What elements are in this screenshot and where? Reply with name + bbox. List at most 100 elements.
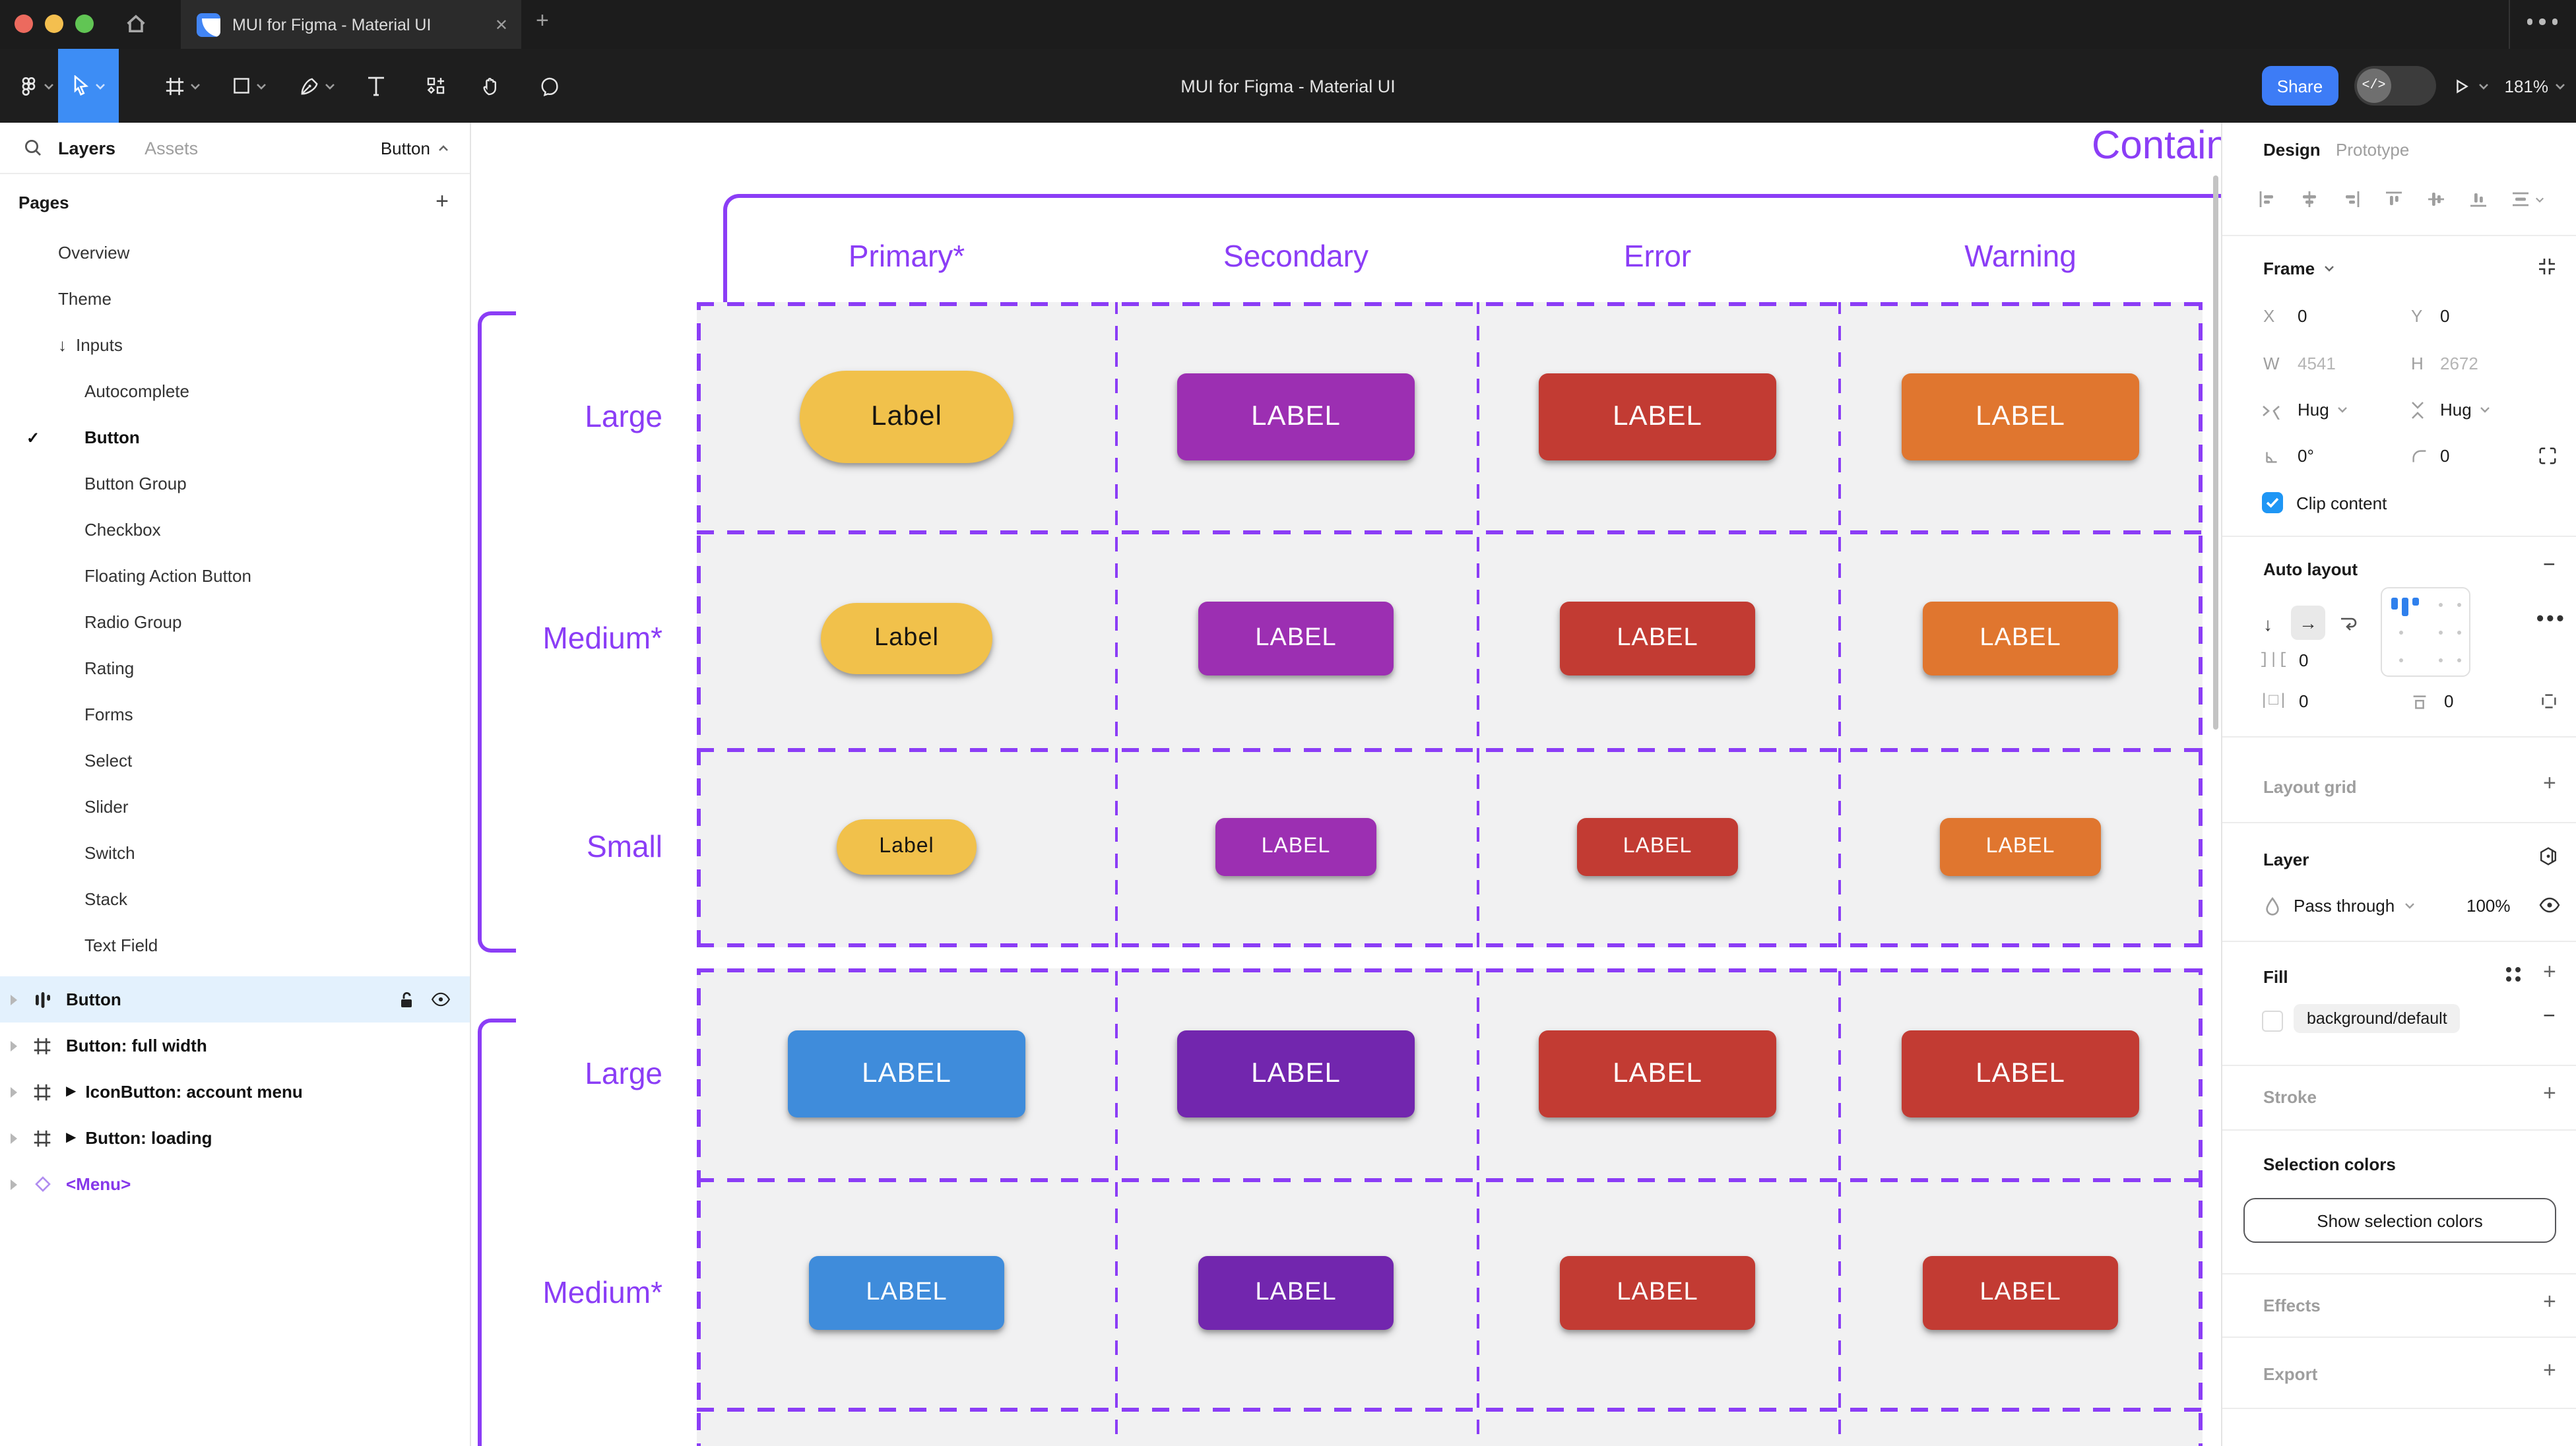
tab-design[interactable]: Design xyxy=(2263,140,2321,160)
sidebar-page-slider[interactable]: Slider xyxy=(84,797,129,817)
file-tab[interactable]: MUI for Figma - Material UI ✕ xyxy=(181,0,521,49)
home-icon[interactable] xyxy=(124,12,148,42)
layer-row-iconbutton-account-menu[interactable]: ▶IconButton: account menu xyxy=(0,1069,470,1115)
independent-padding-icon[interactable] xyxy=(2539,691,2559,711)
padding-h-value[interactable]: 0 xyxy=(2299,691,2309,711)
layer-row-button-loading[interactable]: ▶Button: loading xyxy=(0,1115,470,1161)
layer-opacity-value[interactable]: 100% xyxy=(2466,896,2511,916)
sidebar-page-checkbox[interactable]: Checkbox xyxy=(84,520,161,540)
w-value[interactable]: 4541 xyxy=(2298,354,2336,373)
canvas-button-medium-1[interactable]: LABEL xyxy=(1198,602,1394,676)
x-value[interactable]: 0 xyxy=(2298,306,2307,326)
pen-tool-button[interactable] xyxy=(288,49,346,123)
h-value[interactable]: 2672 xyxy=(2440,354,2478,373)
traffic-light-minimize[interactable] xyxy=(45,15,63,33)
window-menu-icon[interactable] xyxy=(2527,18,2558,24)
zoom-menu[interactable]: 181% xyxy=(2505,76,2566,96)
align-h-center-icon[interactable] xyxy=(2299,189,2320,210)
page-dropdown[interactable]: Button xyxy=(381,138,449,158)
distribute-menu-icon[interactable] xyxy=(2510,189,2544,210)
lock-open-icon[interactable] xyxy=(399,990,414,1009)
tab-assets[interactable]: Assets xyxy=(145,138,199,158)
canvas-button-small-1[interactable]: LABEL xyxy=(1215,818,1376,877)
traffic-light-close[interactable] xyxy=(15,15,33,33)
remove-fill-button[interactable]: − xyxy=(2543,1005,2556,1028)
sidebar-page-select[interactable]: Select xyxy=(84,751,133,770)
sidebar-page-floating-action-button[interactable]: Floating Action Button xyxy=(84,566,251,586)
present-button[interactable] xyxy=(2452,76,2489,96)
independent-corners-icon[interactable] xyxy=(2538,446,2558,466)
new-tab-button[interactable]: + xyxy=(536,8,549,33)
align-top-icon[interactable] xyxy=(2383,189,2404,210)
hug-height-select[interactable]: Hug xyxy=(2440,400,2490,420)
sidebar-page-autocomplete[interactable]: Autocomplete xyxy=(84,381,189,401)
show-selection-colors-button[interactable]: Show selection colors xyxy=(2243,1198,2556,1243)
canvas-button-medium-3[interactable]: LABEL xyxy=(1923,602,2118,676)
blend-mode-select[interactable]: Pass through xyxy=(2294,896,2414,916)
canvas[interactable]: Contained Primary*SecondaryErrorWarning … xyxy=(471,123,2221,1446)
canvas-button-large-1[interactable]: LABEL xyxy=(1177,1030,1415,1117)
layer-row-button-full-width[interactable]: Button: full width xyxy=(0,1022,470,1069)
align-v-center-icon[interactable] xyxy=(2426,189,2447,210)
move-tool-button[interactable] xyxy=(58,49,119,123)
canvas-button-large-0[interactable]: LABEL xyxy=(788,1030,1025,1117)
sidebar-page-rating[interactable]: Rating xyxy=(84,658,135,678)
canvas-button-medium-1[interactable]: LABEL xyxy=(1198,1256,1394,1330)
add-effect-button[interactable]: + xyxy=(2543,1289,2556,1314)
canvas-button-medium-2[interactable]: LABEL xyxy=(1560,602,1755,676)
add-fill-button[interactable]: + xyxy=(2543,959,2556,984)
canvas-button-large-2[interactable]: LABEL xyxy=(1539,373,1776,460)
text-tool-button[interactable] xyxy=(356,49,396,123)
comment-tool-button[interactable] xyxy=(528,49,570,123)
align-right-icon[interactable] xyxy=(2341,189,2362,210)
auto-layout-vertical-icon[interactable]: ↓ xyxy=(2263,613,2272,635)
canvas-button-medium-2[interactable]: LABEL xyxy=(1560,1256,1755,1330)
corner-radius-value[interactable]: 0 xyxy=(2440,446,2450,466)
align-left-icon[interactable] xyxy=(2257,189,2278,210)
auto-layout-horizontal-icon[interactable]: → xyxy=(2291,606,2325,640)
rotation-value[interactable]: 0° xyxy=(2298,446,2314,466)
frame-section-header[interactable]: Frame xyxy=(2263,259,2334,278)
sidebar-page-theme[interactable]: Theme xyxy=(58,289,112,309)
eye-icon[interactable] xyxy=(430,992,451,1007)
layer-visibility-eye-icon[interactable] xyxy=(2539,897,2560,913)
padding-v-value[interactable]: 0 xyxy=(2444,691,2454,711)
fill-color-swatch[interactable] xyxy=(2262,1011,2283,1032)
tab-close-icon[interactable]: ✕ xyxy=(494,15,508,34)
sidebar-page-button-group[interactable]: Button Group xyxy=(84,474,187,493)
tab-layers[interactable]: Layers xyxy=(58,138,116,158)
clip-content-checkbox[interactable] xyxy=(2262,492,2283,513)
share-button[interactable]: Share xyxy=(2261,66,2338,106)
auto-layout-alignment-widget[interactable] xyxy=(2381,587,2470,677)
sidebar-page-inputs[interactable]: ↓Inputs xyxy=(58,335,123,355)
sidebar-page-button[interactable]: ✓Button xyxy=(26,427,140,447)
frame-tool-button[interactable] xyxy=(153,49,211,123)
canvas-button-small-0[interactable]: Label xyxy=(837,819,977,875)
auto-layout-wrap-icon[interactable] xyxy=(2338,613,2360,632)
canvas-button-medium-0[interactable]: Label xyxy=(821,603,992,675)
add-stroke-button[interactable]: + xyxy=(2543,1081,2556,1106)
canvas-button-medium-3[interactable]: LABEL xyxy=(1923,1256,2118,1330)
canvas-scrollbar[interactable] xyxy=(2213,175,2218,730)
dev-mode-toggle[interactable]: </> xyxy=(2354,66,2436,106)
canvas-button-small-2[interactable]: LABEL xyxy=(1577,818,1738,877)
gap-value[interactable]: 0 xyxy=(2299,650,2309,670)
sidebar-page-overview[interactable]: Overview xyxy=(58,243,130,263)
canvas-button-large-1[interactable]: LABEL xyxy=(1177,373,1415,460)
sidebar-page-switch[interactable]: Switch xyxy=(84,843,135,863)
sidebar-page-radio-group[interactable]: Radio Group xyxy=(84,612,182,632)
actions-tool-button[interactable] xyxy=(414,49,457,123)
y-value[interactable]: 0 xyxy=(2440,306,2450,326)
canvas-button-large-0[interactable]: Label xyxy=(800,370,1014,462)
add-page-button[interactable]: + xyxy=(435,189,449,214)
tab-prototype[interactable]: Prototype xyxy=(2336,140,2410,160)
remove-auto-layout-button[interactable]: − xyxy=(2543,554,2556,577)
fill-token[interactable]: background/default xyxy=(2294,1004,2461,1033)
sidebar-page-forms[interactable]: Forms xyxy=(84,705,133,724)
canvas-button-large-3[interactable]: LABEL xyxy=(1902,1030,2139,1117)
layer-row-button[interactable]: Button xyxy=(0,976,470,1022)
search-icon[interactable] xyxy=(24,139,42,157)
shape-tool-button[interactable] xyxy=(222,49,277,123)
traffic-light-zoom[interactable] xyxy=(75,15,94,33)
hand-tool-button[interactable] xyxy=(470,49,512,123)
